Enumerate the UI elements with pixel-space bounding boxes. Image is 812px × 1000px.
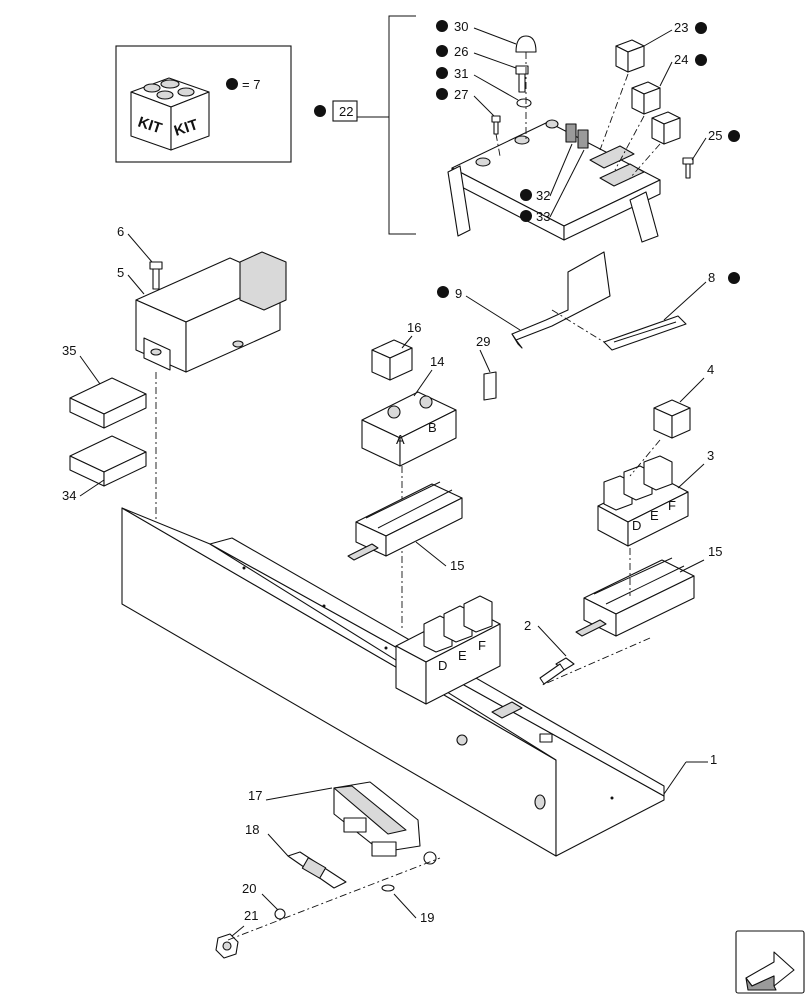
fuse-letter-a: A: [396, 432, 405, 447]
fuse-holder-15-right: [575, 557, 695, 637]
callout-4: 4: [707, 362, 714, 377]
nav-arrow-icon[interactable]: [735, 930, 805, 994]
fuse-letter-d: D: [438, 658, 447, 673]
relay-23: [615, 39, 645, 73]
fuse-letter-f: F: [478, 638, 486, 653]
relay-base-3: D E F: [597, 455, 689, 547]
kit-22-bullet: [314, 105, 326, 117]
kit-legend-frame: [115, 45, 292, 163]
kit-word-left: KIT: [136, 114, 164, 138]
fuse-assembly-17: [333, 781, 437, 865]
kit-legend: KIT KIT = 7: [115, 45, 292, 163]
callout-30: 30: [454, 19, 468, 34]
callout-5: 5: [117, 265, 124, 280]
kit-22-bracket: [388, 15, 416, 235]
connector-35: [69, 377, 147, 429]
callout-22: 22: [339, 104, 353, 119]
cap-30: [515, 35, 537, 53]
relay-24: [631, 81, 661, 115]
callout-15-left: 15: [450, 558, 464, 573]
mounted-fuse-block: D E F: [395, 595, 501, 705]
callout-17: 17: [248, 788, 262, 803]
callout-18: 18: [245, 822, 259, 837]
callout-21: 21: [244, 908, 258, 923]
callout-24: 24: [674, 52, 688, 67]
bolt-26: [515, 65, 529, 93]
callout-1: 1: [710, 752, 717, 767]
callout-23: 23: [674, 20, 688, 35]
screw-19: [381, 884, 395, 892]
kit-word-right: KIT: [172, 116, 200, 140]
callout-6: 6: [117, 224, 124, 239]
kit-bullet-icon: [226, 78, 238, 90]
control-module-5: [135, 251, 287, 373]
bolt-2: [539, 657, 575, 685]
bracket-9: [511, 251, 611, 349]
callout-35: 35: [62, 343, 76, 358]
kit-legend-text: = 7: [242, 77, 260, 92]
kit-box-icon: KIT KIT: [130, 77, 210, 151]
callout-16: 16: [407, 320, 421, 335]
fuse-letter-b: B: [428, 420, 437, 435]
callout-26: 26: [454, 44, 468, 59]
plate-18: [287, 851, 347, 889]
screw-6: [149, 261, 163, 290]
washer-31: [516, 98, 532, 108]
washer-20: [274, 908, 286, 920]
callout-8: 8: [708, 270, 715, 285]
callout-31: 31: [454, 66, 468, 81]
callout-20: 20: [242, 881, 256, 896]
relay-16: [371, 339, 413, 381]
fuse-letter-e-right: E: [650, 508, 659, 523]
callout-19: 19: [420, 910, 434, 925]
callout-15-right: 15: [708, 544, 722, 559]
callout-9: 9: [455, 286, 462, 301]
callout-32: 32: [536, 188, 550, 203]
callout-25: 25: [708, 128, 722, 143]
callout-14: 14: [430, 354, 444, 369]
plate-29: [483, 371, 497, 401]
connector-34: [69, 435, 147, 487]
fuse-letter-d-right: D: [632, 518, 641, 533]
nut-21: [215, 933, 239, 959]
fuse-letter-e: E: [458, 648, 467, 663]
callout-2: 2: [524, 618, 531, 633]
kit-22-group: 22: [314, 15, 416, 235]
callout-3: 3: [707, 448, 714, 463]
relay-base-14: A B: [361, 391, 457, 467]
fuse-holder-15-left: [347, 481, 463, 561]
label-plate-8: [603, 315, 687, 351]
fuse-letter-f-right: F: [668, 498, 676, 513]
screw-27: [491, 115, 501, 135]
callout-27: 27: [454, 87, 468, 102]
relay-24-second: [651, 111, 681, 145]
callout-33: 33: [536, 209, 550, 224]
fuse-block-assembly: [447, 119, 661, 243]
callout-34: 34: [62, 488, 76, 503]
screw-25: [682, 157, 694, 179]
relay-4: [653, 399, 691, 439]
callout-22-box: [332, 100, 358, 122]
callout-29: 29: [476, 334, 490, 349]
